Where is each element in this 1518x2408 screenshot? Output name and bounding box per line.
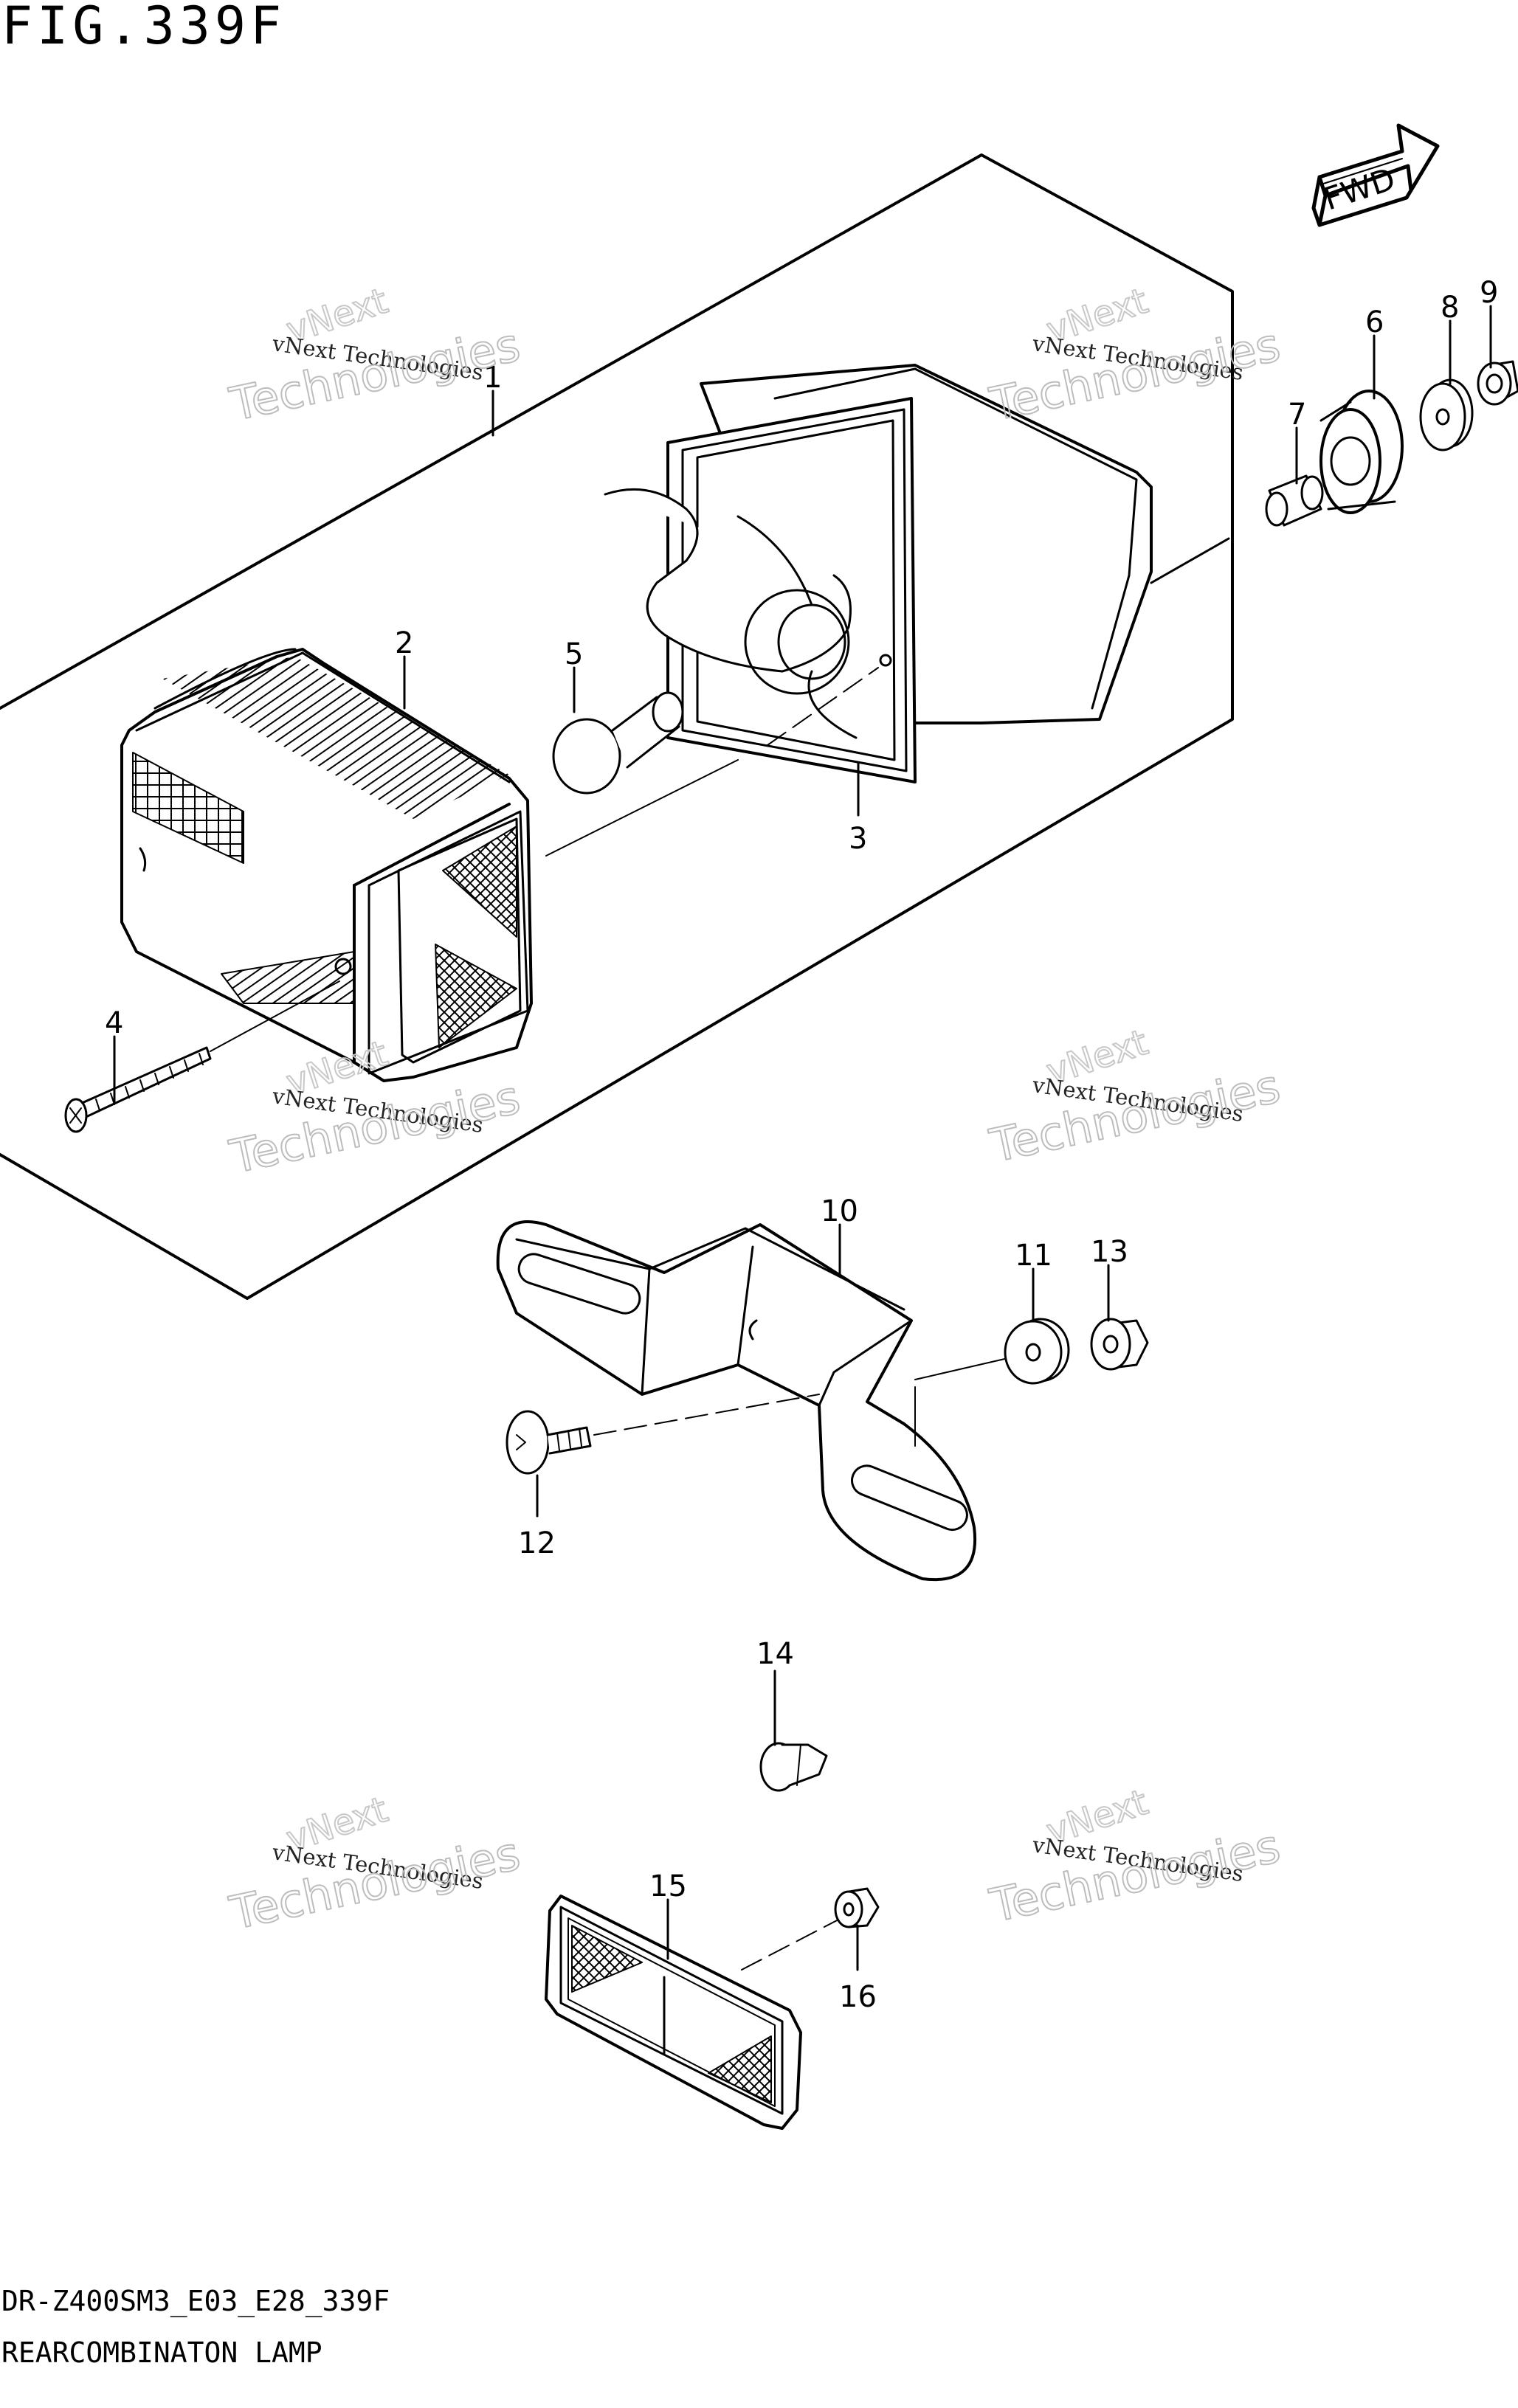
- watermark-top-right: vNext vNext Technologies Technologies: [984, 280, 1286, 432]
- rivet-part-14: [759, 1742, 828, 1792]
- watermark-technologies: Technologies: [985, 317, 1285, 431]
- callout-11: 11: [1015, 1239, 1052, 1273]
- grommet-part-6: [1319, 390, 1404, 514]
- watermark-top-left: vNext vNext Technologies Technologies: [224, 280, 525, 432]
- nut-part-13: [1090, 1318, 1149, 1371]
- callout-6: 6: [1365, 305, 1384, 339]
- callout-4: 4: [105, 1006, 123, 1040]
- nut-part-9: [1477, 360, 1518, 406]
- callout-8: 8: [1441, 291, 1459, 325]
- callout-9: 9: [1480, 276, 1498, 310]
- callout-14: 14: [756, 1637, 794, 1671]
- callout-3: 3: [849, 822, 867, 856]
- lamp-housing-part-3: [604, 364, 1230, 783]
- leader-lines: [113, 305, 1492, 1971]
- watermark-technologies: Technologies: [225, 317, 525, 431]
- callout-2: 2: [395, 626, 413, 660]
- collar-part-7: [1265, 474, 1324, 527]
- callout-16: 16: [839, 1980, 877, 2014]
- watermark-technologies: Technologies: [225, 1826, 525, 1940]
- bolt-part-12: [506, 1394, 820, 1475]
- figure-code: DR-Z400SM3_E03_E28_339F: [1, 2285, 390, 2317]
- callout-12: 12: [518, 1526, 556, 1560]
- lens-part-2: [120, 648, 533, 1082]
- watermark-bottom-left: vNext vNext Technologies Technologies: [224, 1788, 525, 1941]
- callout-10: 10: [821, 1194, 858, 1228]
- figure-title: FIG.339F: [1, 0, 286, 56]
- bracket-part-10: [496, 1220, 1012, 1582]
- bulb-part-5: [545, 667, 879, 857]
- callout-7: 7: [1288, 398, 1306, 432]
- callout-5: 5: [565, 637, 583, 671]
- watermark-technologies: Technologies: [225, 1070, 525, 1183]
- reflector-part-15: [545, 1895, 842, 2130]
- watermark-middle-right: vNext vNext Technologies Technologies: [984, 1021, 1286, 1174]
- washer-part-8: [1419, 378, 1474, 452]
- figure-name: REARCOMBINATON LAMP: [1, 2336, 322, 2369]
- watermark-technologies: Technologies: [985, 1059, 1285, 1172]
- washer-part-11: [1004, 1318, 1070, 1385]
- watermark-bottom-right: vNext vNext Technologies Technologies: [984, 1781, 1286, 1934]
- nut-part-16: [834, 1887, 880, 1928]
- screw-part-4: [64, 980, 340, 1133]
- watermark-technologies: Technologies: [985, 1819, 1285, 1932]
- assembly-boundary: [0, 153, 1234, 1300]
- callout-15: 15: [649, 1869, 687, 1903]
- callout-13: 13: [1091, 1235, 1128, 1269]
- fwd-arrow-icon: FWD: [1311, 123, 1440, 227]
- callout-labels: 1 2 5 3 4 6 8 9 7 10 11 13 12 14 15 16: [105, 276, 1498, 2014]
- callout-1: 1: [483, 361, 502, 395]
